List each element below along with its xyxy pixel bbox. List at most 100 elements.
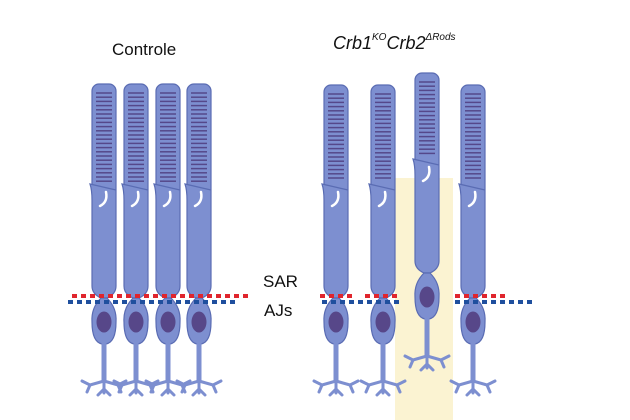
control-sar-line-dot — [81, 294, 86, 298]
mutant-title: Crb1KOCrb2ΔRods — [333, 32, 456, 54]
branch — [425, 362, 435, 372]
branch — [348, 383, 355, 394]
control-ajs-line-dot — [203, 300, 208, 304]
branch — [381, 387, 391, 397]
branch — [471, 387, 481, 397]
control-title: Controle — [112, 40, 177, 59]
branch — [471, 379, 497, 387]
control-sar-line-dot — [234, 294, 239, 298]
nucleus — [191, 311, 207, 333]
control-sar-line-dot — [171, 294, 176, 298]
control-sar-line-dot — [90, 294, 95, 298]
nucleus — [419, 286, 435, 308]
control-sar-line-dot — [153, 294, 158, 298]
branch — [364, 383, 371, 394]
branch — [485, 383, 492, 394]
control-ajs-line-dot — [113, 300, 118, 304]
connecting-cilium — [162, 190, 172, 208]
mutant-rod-displaced — [403, 72, 451, 372]
mutant-ajs-line-right-dot — [482, 300, 487, 304]
control-ajs-line-dot — [149, 300, 154, 304]
axon — [380, 342, 386, 381]
control-sar-line-dot — [135, 294, 140, 298]
branch — [149, 383, 156, 394]
control-rod-4 — [175, 83, 223, 397]
mutant-ajs-line-left-dot — [349, 300, 354, 304]
control-sar-line-dot — [243, 294, 248, 298]
disc-stripes — [375, 93, 391, 179]
mutant-rod-2 — [359, 84, 407, 397]
inner-segment — [368, 183, 396, 299]
control-ajs-line-dot — [176, 300, 181, 304]
mutant-ajs-line-left-dot — [340, 300, 345, 304]
disc-stripes — [96, 92, 112, 182]
control-sar-line-dot — [117, 294, 122, 298]
control-sar-line-dot — [72, 294, 77, 298]
control-ajs-line-dot — [140, 300, 145, 304]
branch — [334, 379, 360, 387]
disc-stripes — [191, 92, 207, 182]
mutant-sar-line-right-dot — [473, 294, 478, 298]
inner-segment — [412, 158, 440, 274]
branch — [312, 379, 338, 387]
inner-segment — [153, 183, 181, 299]
control-ajs-line-dot — [77, 300, 82, 304]
axon — [196, 342, 202, 381]
branch — [85, 383, 92, 394]
axon — [101, 342, 107, 381]
ajs-label: AJs — [264, 301, 293, 320]
mutant-ajs-line-right-dot — [455, 300, 460, 304]
control-ajs-line-dot — [221, 300, 226, 304]
control-rod-3 — [144, 83, 192, 397]
branch — [134, 387, 144, 397]
control-sar-line-dot — [180, 294, 185, 298]
synaptic-terminal — [80, 379, 128, 397]
branch — [395, 383, 402, 394]
mutant-ajs-line-right-dot — [464, 300, 469, 304]
connecting-cilium — [330, 190, 340, 208]
sar-label: SAR — [263, 272, 298, 291]
inner-segment — [121, 183, 149, 299]
inner-segment — [458, 183, 486, 299]
gene1: Crb1 — [333, 33, 373, 53]
branch — [102, 387, 112, 397]
mutant-ajs-line-left-dot — [385, 300, 390, 304]
control-ajs-line-dot — [158, 300, 163, 304]
control-ajs-line-dot — [86, 300, 91, 304]
axon — [470, 342, 476, 381]
control-sar-line-dot — [144, 294, 149, 298]
control-sar-line-dot — [216, 294, 221, 298]
mutant-sar-line-left-dot — [365, 294, 370, 298]
control-sar-line-dot — [198, 294, 203, 298]
branch — [180, 383, 187, 394]
connecting-cilium — [193, 190, 203, 208]
mutant-sar-line-right-dot — [482, 294, 487, 298]
mutant-sar-line-left-dot — [338, 294, 343, 298]
synaptic-terminal — [403, 354, 451, 372]
synaptic-terminal — [312, 379, 360, 397]
control-ajs-line-dot — [230, 300, 235, 304]
nucleus — [465, 311, 481, 333]
control-sar-line-dot — [162, 294, 167, 298]
mutant-ajs-line-right-dot — [518, 300, 523, 304]
branch — [454, 383, 461, 394]
branch — [317, 383, 324, 394]
mutant-sar-line-right-dot — [500, 294, 505, 298]
gene2: Crb2 — [386, 33, 426, 53]
synaptic-terminal — [359, 379, 407, 397]
branch — [166, 387, 176, 397]
control-ajs-line-dot — [194, 300, 199, 304]
disc-stripes — [328, 93, 344, 179]
control-sar-line-dot — [99, 294, 104, 298]
control-ajs-line-dot — [131, 300, 136, 304]
synaptic-terminal — [449, 379, 497, 397]
control-ajs-line-dot — [185, 300, 190, 304]
axon — [133, 342, 139, 381]
mutant-sar-line-right — [455, 294, 505, 298]
mutant-sar-line-left-dot — [329, 294, 334, 298]
inner-segment — [184, 183, 212, 299]
mutant-sar-line-left-dot — [392, 294, 397, 298]
inner-segment — [321, 183, 349, 299]
control-sar-line — [72, 294, 248, 298]
